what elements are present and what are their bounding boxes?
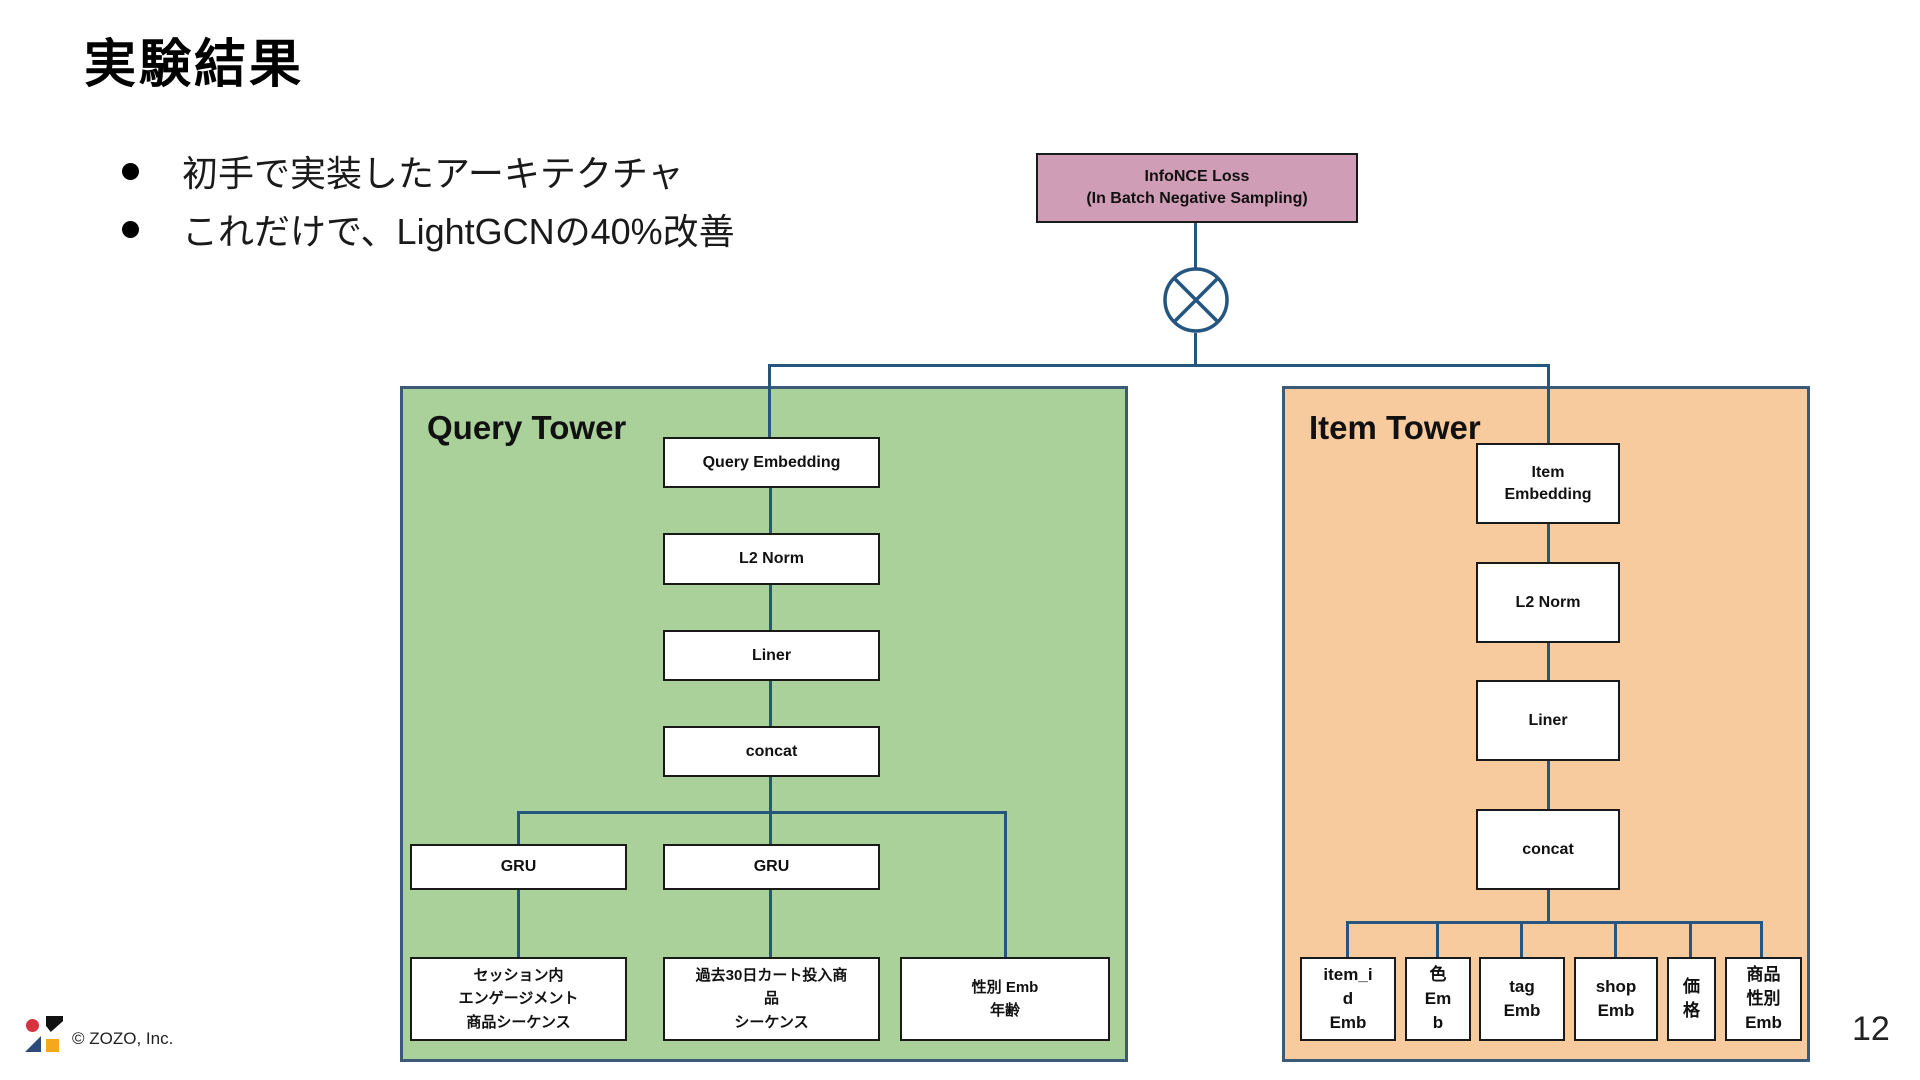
- node-input-color-emb: 色 Em b: [1405, 957, 1471, 1041]
- connector-line: [768, 364, 771, 439]
- connector-line: [1760, 921, 1763, 959]
- connector-line: [1436, 921, 1439, 959]
- zozo-logo-icon: [24, 1015, 64, 1054]
- connector-line: [769, 776, 772, 813]
- item-tower-label: Item Tower: [1309, 409, 1481, 446]
- connector-line: [769, 487, 772, 535]
- connector-line: [1547, 364, 1550, 443]
- connector-line: [1194, 333, 1197, 366]
- logo-blue-triangle: [25, 1036, 41, 1052]
- bullet-list: 初手で実装したアーキテクチャ これだけで、LightGCNの40%改善: [122, 142, 735, 258]
- multiply-icon: [1161, 265, 1231, 335]
- connector-line: [769, 811, 772, 846]
- node-item-linear: Liner: [1476, 680, 1620, 761]
- connector-line: [1547, 761, 1550, 809]
- connector-line: [1004, 811, 1007, 959]
- bullet-icon: [122, 162, 139, 180]
- logo-yellow-square: [46, 1039, 59, 1052]
- query-tower-label: Query Tower: [427, 409, 627, 446]
- bullet-icon: [122, 220, 139, 238]
- bullet-item: これだけで、LightGCNの40%改善: [122, 200, 735, 258]
- node-input-item-gender-emb: 商品 性別 Emb: [1725, 957, 1802, 1041]
- node-item-embedding: Item Embedding: [1476, 443, 1620, 524]
- connector-line: [1346, 921, 1763, 924]
- copyright-text: © ZOZO, Inc.: [72, 1029, 174, 1048]
- connector-line: [1547, 524, 1550, 562]
- connector-line: [769, 680, 772, 728]
- node-item-l2norm: L2 Norm: [1476, 562, 1620, 643]
- logo-black-shape: [46, 1016, 63, 1032]
- connector-line: [1194, 223, 1197, 268]
- node-infonce-loss: InfoNCE Loss (In Batch Negative Sampling…: [1036, 153, 1358, 223]
- node-input-cart: 過去30日カート投入商 品 シーケンス: [663, 957, 880, 1041]
- connector-line: [1689, 921, 1692, 959]
- connector-line: [517, 889, 520, 959]
- connector-line: [517, 811, 1007, 814]
- connector-line: [769, 889, 772, 959]
- node-input-shop-emb: shop Emb: [1574, 957, 1658, 1041]
- bullet-item: 初手で実装したアーキテクチャ: [122, 142, 735, 200]
- connector-line: [768, 364, 1550, 367]
- node-item-concat: concat: [1476, 809, 1620, 890]
- node-gru-left: GRU: [410, 844, 627, 890]
- node-input-tag-emb: tag Emb: [1479, 957, 1565, 1041]
- bullet-text: これだけで、LightGCNの40%改善: [182, 211, 735, 252]
- page-title: 実験結果: [84, 36, 305, 94]
- bullet-text: 初手で実装したアーキテクチャ: [182, 153, 684, 194]
- node-query-embedding: Query Embedding: [663, 437, 880, 488]
- node-query-concat: concat: [663, 726, 880, 777]
- connector-line: [1614, 921, 1617, 959]
- connector-line: [1547, 889, 1550, 923]
- node-gru-right: GRU: [663, 844, 880, 890]
- connector-line: [1346, 921, 1349, 959]
- node-input-price: 価 格: [1667, 957, 1716, 1041]
- logo-red-dot: [26, 1019, 39, 1032]
- node-query-l2norm: L2 Norm: [663, 533, 880, 585]
- connector-line: [517, 811, 520, 846]
- node-input-item-id-emb: item_i d Emb: [1300, 957, 1396, 1041]
- node-input-profile: 性別 Emb 年齢: [900, 957, 1110, 1041]
- connector-line: [769, 584, 772, 632]
- page-number: 12: [1852, 1010, 1890, 1048]
- connector-line: [1520, 921, 1523, 959]
- node-query-linear: Liner: [663, 630, 880, 681]
- node-input-session: セッション内 エンゲージメント 商品シーケンス: [410, 957, 627, 1041]
- connector-line: [1547, 643, 1550, 680]
